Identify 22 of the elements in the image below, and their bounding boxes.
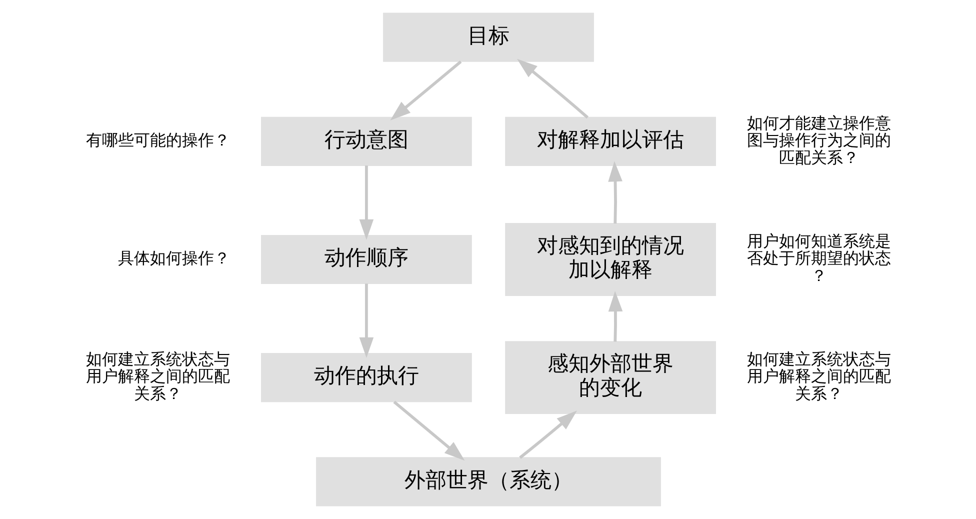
node-label: 具体如何操作？ — [118, 248, 230, 268]
node-box: 目标 — [382, 12, 594, 62]
node-box: 行动意图 — [260, 116, 472, 166]
node-box: 外部世界（系统） — [316, 457, 660, 506]
node-label: 用户如何知道系统是否处于所期望的状态？ — [746, 231, 890, 285]
arrow — [392, 400, 464, 461]
node-label: 有哪些可能的操作？ — [86, 130, 230, 150]
arrow — [358, 284, 374, 358]
arrow — [390, 60, 462, 120]
node-box: 对感知到的情况加以解释 — [504, 223, 716, 296]
node-label: 如何才能建立操作意图与操作行为之间的匹配关系？ — [746, 113, 890, 167]
arrow — [518, 410, 576, 459]
node-label: 如何建立系统状态与用户解释之间的匹配关系？ — [86, 349, 230, 403]
node-box: 对解释加以评估 — [504, 116, 716, 166]
arrow — [516, 58, 588, 119]
node-box: 动作顺序 — [260, 234, 472, 284]
arrow — [608, 291, 622, 342]
node-box: 动作的执行 — [260, 353, 472, 402]
arrow — [608, 161, 622, 224]
arrow — [358, 166, 374, 240]
node-label: 如何建立系统状态与用户解释之间的匹配关系？ — [746, 349, 890, 403]
node-box: 感知外部世界的变化 — [504, 341, 716, 414]
